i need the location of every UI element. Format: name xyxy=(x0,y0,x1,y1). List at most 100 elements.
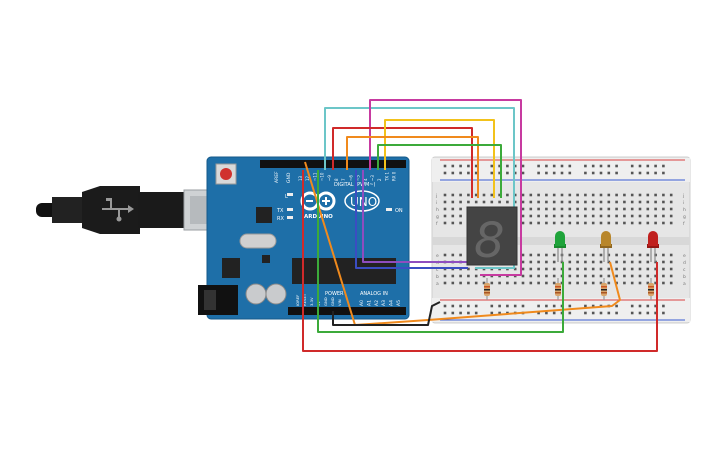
breadboard-hole xyxy=(467,193,470,197)
breadboard-hole xyxy=(669,281,673,285)
breadboard-hole xyxy=(451,207,455,211)
rail-hole xyxy=(552,304,556,308)
green-led[interactable] xyxy=(554,231,566,262)
breadboard-hole xyxy=(654,193,657,197)
rail-hole xyxy=(451,304,455,308)
resistor-3[interactable] xyxy=(601,278,607,300)
breadboard-hole xyxy=(467,274,470,278)
rail-hole xyxy=(513,171,517,175)
rail-hole xyxy=(521,304,525,308)
row-letter: g xyxy=(436,215,439,220)
digital-pin-label: ~5 xyxy=(356,175,361,181)
breadboard-hole xyxy=(576,207,579,211)
row-letter: e xyxy=(436,254,439,259)
wire-green-top xyxy=(377,144,502,198)
seven-segment-display[interactable]: 8 xyxy=(466,206,518,269)
breadboard-hole xyxy=(662,253,665,257)
breadboard-hole xyxy=(451,214,455,218)
breadboard-hole xyxy=(552,260,556,264)
breadboard-hole xyxy=(537,221,540,225)
breadboard-hole xyxy=(498,193,501,197)
breadboard-hole xyxy=(599,281,603,285)
power-pin-label: GND xyxy=(330,297,335,306)
breadboard-hole xyxy=(630,214,634,218)
breadboard-hole xyxy=(529,267,533,271)
rail-hole xyxy=(498,171,501,175)
breadboard-hole xyxy=(576,260,579,264)
breadboard-hole xyxy=(537,267,540,271)
yellow-led[interactable] xyxy=(600,231,612,262)
l-label: L xyxy=(285,194,288,200)
rail-hole xyxy=(646,171,650,175)
breadboard-hole xyxy=(467,267,470,271)
breadboard-hole xyxy=(451,253,455,257)
digital-pin-label: ~9 xyxy=(327,175,332,181)
breadboard-hole xyxy=(529,260,533,264)
breadboard-hole xyxy=(545,214,548,218)
wire-magenta xyxy=(369,99,522,276)
rail-hole xyxy=(615,311,618,315)
wire-orange-long xyxy=(304,161,621,326)
rail-hole xyxy=(615,164,618,168)
breadboard-hole xyxy=(638,207,642,211)
breadboard-hole xyxy=(591,253,595,257)
breadboard-hole xyxy=(443,207,447,211)
breadboard-hole xyxy=(552,221,556,225)
resistor-2[interactable] xyxy=(555,278,561,300)
breadboard-hole xyxy=(521,281,525,285)
breadboard-hole xyxy=(513,193,517,197)
breadboard-hole xyxy=(646,221,650,225)
breadboard-hole xyxy=(638,221,642,225)
breadboard-hole xyxy=(513,281,517,285)
row-letter: h xyxy=(683,207,686,213)
digital-pin-label: 2 xyxy=(377,178,382,181)
breadboard-hole xyxy=(490,281,494,285)
resistor-1[interactable] xyxy=(484,278,490,300)
rail-hole xyxy=(662,171,665,175)
wire-blue xyxy=(355,170,468,269)
reset-button[interactable] xyxy=(220,168,232,180)
rail-hole xyxy=(459,311,462,315)
breadboard-hole xyxy=(615,267,618,271)
rail-hole xyxy=(584,171,587,175)
breadboard-hole xyxy=(521,274,525,278)
wire-cyan xyxy=(324,107,515,269)
row-letter: a xyxy=(683,282,686,287)
breadboard-hole xyxy=(459,214,462,218)
breadboard-hole xyxy=(459,274,462,278)
breadboard-hole xyxy=(654,274,657,278)
breadboard-hole xyxy=(521,267,525,271)
resistor-4[interactable] xyxy=(648,278,654,300)
breadboard-hole xyxy=(646,281,650,285)
rail-hole xyxy=(552,311,556,315)
rail-hole xyxy=(474,311,478,315)
breadboard-hole xyxy=(560,214,564,218)
analog-pin-label: A4 xyxy=(389,300,395,306)
breadboard-hole xyxy=(498,281,501,285)
rail-hole xyxy=(560,164,564,168)
breadboard-hole xyxy=(459,193,462,197)
rail-hole xyxy=(607,164,611,168)
rail-hole xyxy=(568,171,572,175)
rail-hole xyxy=(545,304,548,308)
breadboard-hole xyxy=(474,193,478,197)
breadboard-hole xyxy=(630,253,634,257)
breadboard-hole xyxy=(646,214,650,218)
row-letter: h xyxy=(436,207,439,213)
rail-hole xyxy=(599,164,603,168)
resistors[interactable] xyxy=(484,278,654,300)
rail-hole xyxy=(584,164,587,168)
breadboard-hole xyxy=(662,260,665,264)
breadboard-hole xyxy=(451,274,455,278)
red-led[interactable] xyxy=(647,231,659,262)
breadboard-hole xyxy=(443,200,447,204)
power-analog-header xyxy=(288,307,406,315)
gnd-label: GND xyxy=(286,172,292,183)
rail-hole xyxy=(474,304,478,308)
breadboard-hole xyxy=(607,193,611,197)
breadboard-hole xyxy=(537,200,540,204)
rail-hole xyxy=(638,304,642,308)
row-letter: i xyxy=(683,200,684,206)
digital-pin-label: 7 xyxy=(341,178,346,181)
breadboard-hole xyxy=(482,281,486,285)
